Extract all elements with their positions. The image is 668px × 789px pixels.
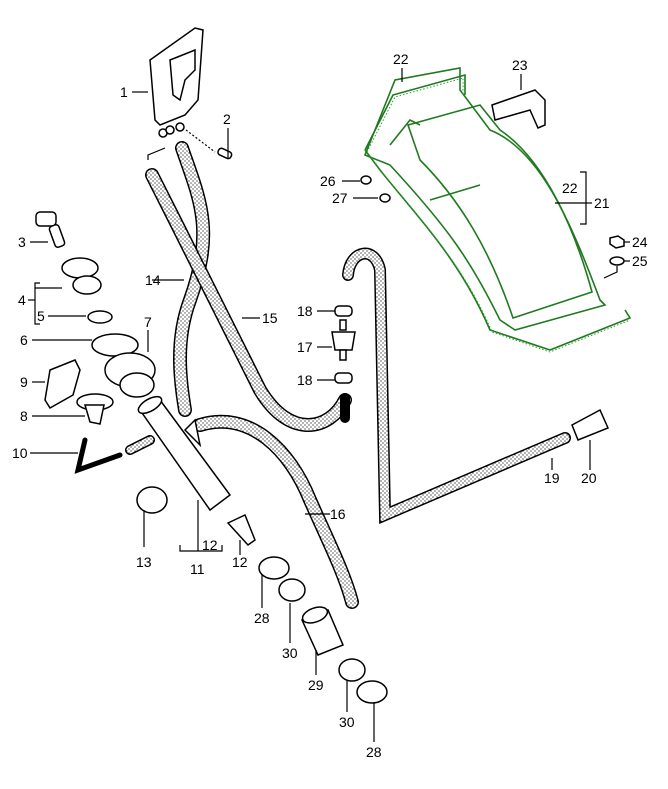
part-2-screw [185,129,233,160]
part-27-nut [379,193,391,203]
part-29-hose-sleeve [300,606,344,656]
hose-16 [193,414,359,609]
callout-28-lower: 28 [366,744,382,760]
callout-6: 6 [20,332,28,348]
part-18-clamp-lower [334,372,353,384]
callout-11: 11 [190,561,205,577]
callout-18-upper: 18 [297,303,313,319]
part-22-gasket [364,73,632,353]
callout-19: 19 [544,470,560,486]
part-28-clamp-lower [356,680,388,704]
callout-26: 26 [320,173,336,189]
callout-8: 8 [20,408,28,424]
part-25-washer [609,256,625,266]
part-24-nut [609,235,625,249]
part-28-clamp-upper [258,556,290,580]
callout-17: 17 [297,339,313,355]
part-11-filler-neck [137,395,232,512]
hose-19 [342,247,571,525]
callout-5: 5 [37,308,45,324]
callout-20: 20 [581,470,597,486]
part-13-clamp [136,486,168,514]
callout-labels: 1 2 3 4 5 6 7 8 9 10 11 12 12 13 14 15 1… [12,51,648,760]
callout-2: 2 [223,111,231,127]
callout-3: 3 [18,234,26,250]
part-23-foam-pad [491,89,546,129]
part-10-pipe [74,437,123,474]
part-18-clamp-upper [334,305,353,317]
part-30-grommet-upper [278,578,306,602]
callout-7: 7 [144,314,152,330]
callout-12-bracket-group: 12 [202,537,218,553]
callout-22-bracket: 22 [562,180,578,196]
callout-24: 24 [632,234,648,250]
part-17-inline-filter [331,319,356,361]
callout-18-lower: 18 [297,372,313,388]
callout-12: 12 [232,554,248,570]
callout-1: 1 [120,84,128,100]
callout-9: 9 [20,374,28,390]
callout-29: 29 [308,677,324,693]
part-12-bracket [226,513,256,546]
hose-15 [145,168,352,432]
hose-10-segment [125,435,155,455]
part-4-filler-cap [61,257,102,295]
callout-14: 14 [145,272,161,288]
callout-4: 4 [18,292,26,308]
leader-lines [28,68,630,742]
callout-28-upper: 28 [254,610,270,626]
callout-15: 15 [262,310,278,326]
part-8-funnel [76,393,114,425]
callout-23: 23 [512,57,528,73]
part-5-seal [87,310,113,324]
callout-22-top: 22 [393,51,409,67]
part-21-tank-cover [363,67,607,331]
callout-30-upper: 30 [282,645,298,661]
callout-27: 27 [332,190,348,206]
callout-25: 25 [632,253,648,269]
callout-16: 16 [330,506,346,522]
part-7-rubber-boot [104,352,156,398]
callout-21: 21 [594,195,610,211]
part-30-grommet-lower [338,658,366,682]
callout-13: 13 [136,554,152,570]
callout-30-lower: 30 [339,714,355,730]
part-1-filler-housing [149,27,204,138]
part-26-washer [360,175,372,185]
callout-10: 10 [12,445,28,461]
hose-14 [173,141,211,417]
part-20-grommet [571,408,610,441]
part-9-mounting-plate [44,359,81,410]
part-3-lock-cylinder [35,211,66,248]
